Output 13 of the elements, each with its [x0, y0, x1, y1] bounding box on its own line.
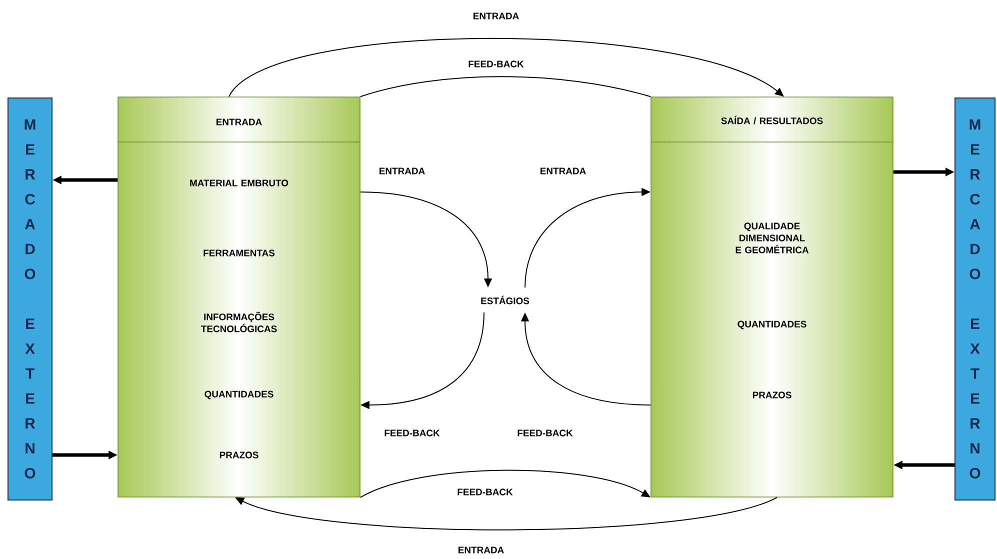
edge-label: ENTRADA [540, 168, 586, 174]
edge-label: FEED-BACK [458, 488, 513, 496]
market-bar: MERCADO EXTERNO [8, 98, 52, 500]
edge-label: ENTRADA [380, 168, 425, 174]
edge-label: FEED-BACK [384, 430, 440, 436]
edge-label: ENTRADA [474, 12, 519, 20]
process-box: SAÍDA / RESULTADOS QUALIDADE DIMENSIONAL E GEOMÉTRICA QUANTIDADES PRAZOS [650, 96, 894, 498]
stage-label: ESTÁGIOS [481, 296, 530, 304]
market-bar: MERCADO EXTERNO [954, 98, 996, 500]
edge-label: ENTRADA [458, 546, 504, 554]
process-box: ENTRADA MATERIAL EMBRUTO FERRAMENTAS INFORMAÇÕES TECNOLÓGICAS QUANTIDADES PRAZOS [118, 96, 360, 498]
edge-label: FEED-BACK [518, 430, 573, 436]
edge-label: FEED-BACK [468, 60, 524, 68]
